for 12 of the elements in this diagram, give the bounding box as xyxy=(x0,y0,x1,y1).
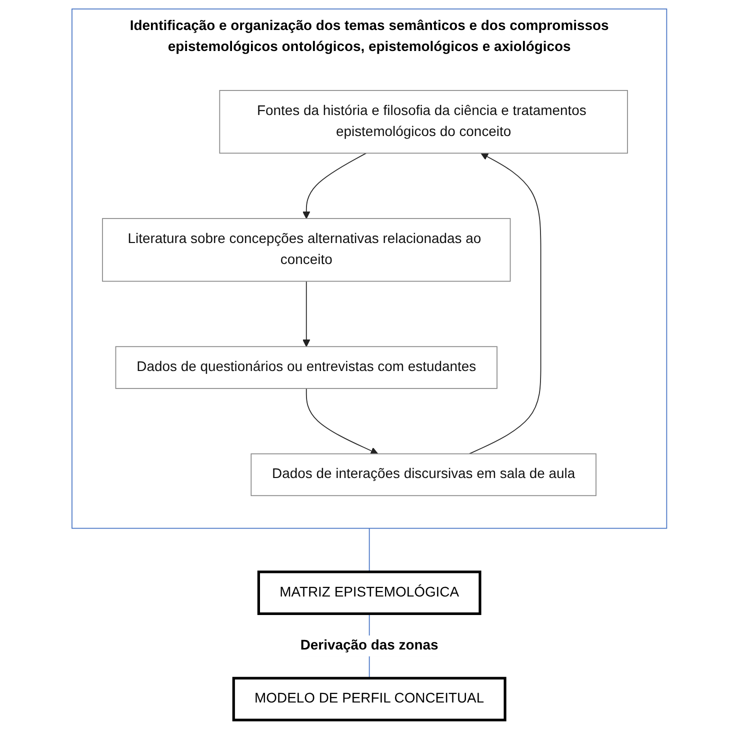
node-box xyxy=(250,453,597,496)
node-box xyxy=(219,90,628,154)
node-box xyxy=(115,346,498,389)
arrow xyxy=(302,280,310,347)
cluster xyxy=(72,8,668,529)
arrow xyxy=(306,388,378,454)
node-box xyxy=(232,676,506,722)
node-box xyxy=(102,218,511,282)
node-box xyxy=(258,570,482,616)
connector xyxy=(369,528,370,572)
arrow xyxy=(469,152,542,454)
arrow xyxy=(302,152,367,219)
